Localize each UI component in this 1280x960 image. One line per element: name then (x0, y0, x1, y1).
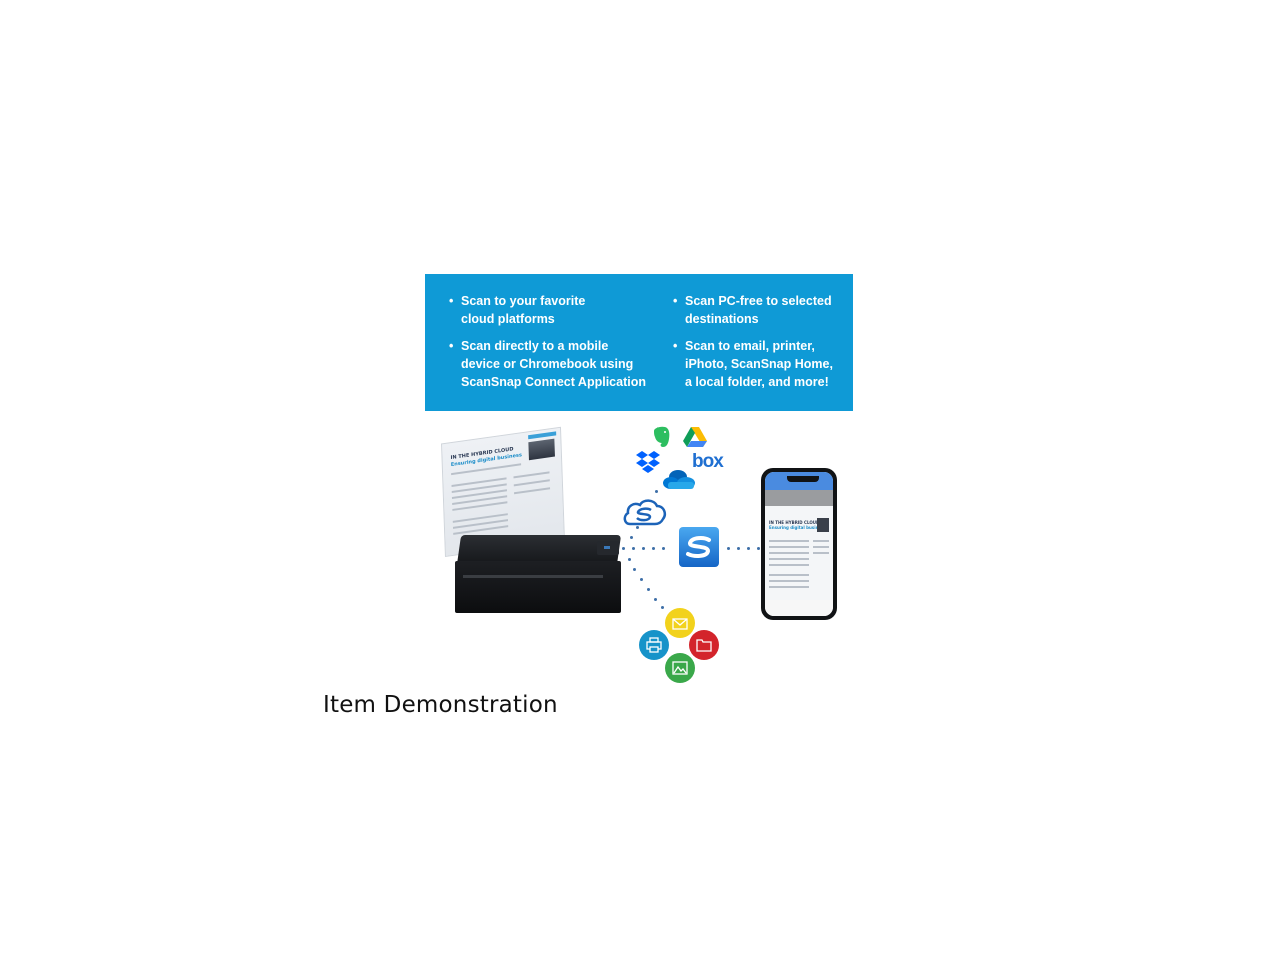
scanner-button-icon (597, 541, 619, 555)
document-photo (528, 438, 555, 461)
feature-column-left: Scan to your favorite cloud platforms Sc… (449, 292, 659, 400)
product-demonstration-image: Scan to your favorite cloud platforms Sc… (420, 268, 860, 688)
text-line (513, 471, 550, 479)
phone-doc-subheading: Ensuring digital business (769, 525, 826, 530)
photo-icon (665, 653, 695, 683)
feature-banner: Scan to your favorite cloud platforms Sc… (425, 274, 853, 411)
text-line (769, 546, 809, 548)
dropbox-icon (636, 451, 660, 473)
box-icon: box (692, 451, 724, 472)
email-icon (665, 608, 695, 638)
printer-icon (639, 630, 669, 660)
text-line (769, 574, 809, 576)
phone-document: IN THE HYBRID CLOUD Ensuring digital bus… (765, 506, 833, 600)
google-drive-icon (683, 427, 707, 447)
phone-screen: IN THE HYBRID CLOUD Ensuring digital bus… (765, 472, 833, 616)
text-line (813, 540, 829, 542)
feature-bullet: Scan PC-free to selected destinations (673, 292, 848, 328)
feature-bullet: Scan to email, printer, iPhoto, ScanSnap… (673, 337, 848, 391)
phone-doc-heading: IN THE HYBRID CLOUD (769, 520, 820, 525)
text-line (514, 487, 551, 495)
scanner-front (455, 561, 621, 613)
phone-toolbar (765, 490, 833, 506)
text-line (769, 540, 809, 542)
scanner-illustration: IN THE HYBRID CLOUD Ensuring digital bus… (441, 426, 625, 623)
scanner-output-slot (463, 575, 603, 578)
image-caption: Item Demonstration (323, 692, 558, 718)
folder-icon (689, 630, 719, 660)
evernote-icon (654, 426, 670, 447)
feature-bullet: Scan directly to a mobile device or Chro… (449, 337, 659, 391)
smartphone-illustration: IN THE HYBRID CLOUD Ensuring digital bus… (761, 468, 837, 620)
phone-bottom-bar (765, 600, 833, 616)
feature-bullet: Scan to your favorite cloud platforms (449, 292, 659, 328)
scansnap-app-icon (679, 527, 719, 567)
scansnap-cloud-icon (623, 499, 666, 526)
text-line (513, 479, 550, 487)
text-line (769, 564, 809, 566)
phone-doc-photo (817, 518, 829, 532)
text-line (769, 552, 809, 554)
phone-notch (787, 476, 819, 482)
text-line (769, 580, 809, 582)
scanner-body (455, 535, 623, 613)
text-line (769, 558, 809, 560)
text-line (813, 552, 829, 554)
onedrive-icon (663, 470, 695, 489)
feature-column-right: Scan PC-free to selected destinations Sc… (673, 292, 848, 400)
text-line (813, 546, 829, 548)
text-line (769, 586, 809, 588)
